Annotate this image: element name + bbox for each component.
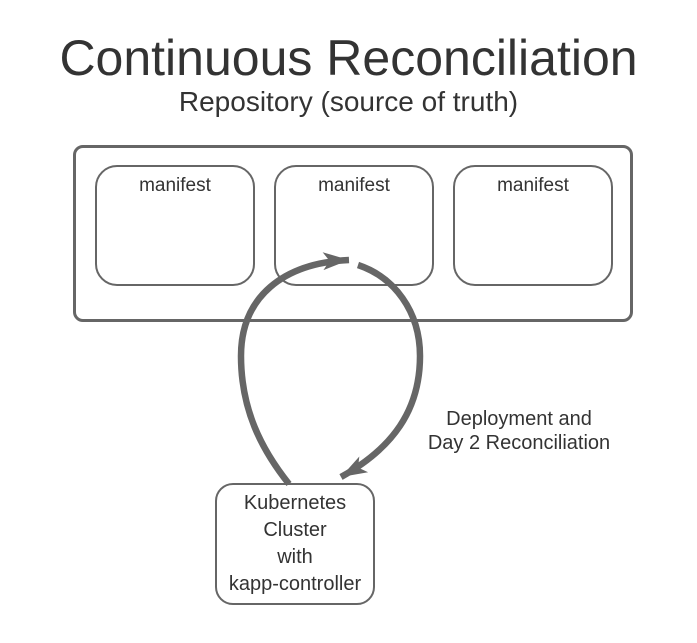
arrow-label-line-2: Day 2 Reconciliation [427,432,611,454]
manifest-box-1: manifest [95,165,255,286]
cluster-line-4: kapp-controller [228,573,362,595]
manifest-box-3: manifest [453,165,613,286]
manifest-box-2: manifest [274,165,434,286]
repository-label: Repository (source of truth) [178,86,519,117]
kubernetes-cluster-box: Kubernetes Cluster with kapp-controller [215,483,375,605]
reconciliation-arrow-label: Deployment and Day 2 Reconciliation [406,407,632,455]
cluster-line-2: Cluster [263,519,327,541]
manifest-label-1: manifest [139,175,211,196]
page-title: Continuous Reconciliation [59,30,638,86]
manifest-label-3: manifest [497,175,569,196]
cluster-line-1: Kubernetes [243,492,347,514]
arrow-label-line-1: Deployment and [446,408,592,430]
manifest-label-2: manifest [318,175,390,196]
cluster-line-3: with [277,546,313,568]
